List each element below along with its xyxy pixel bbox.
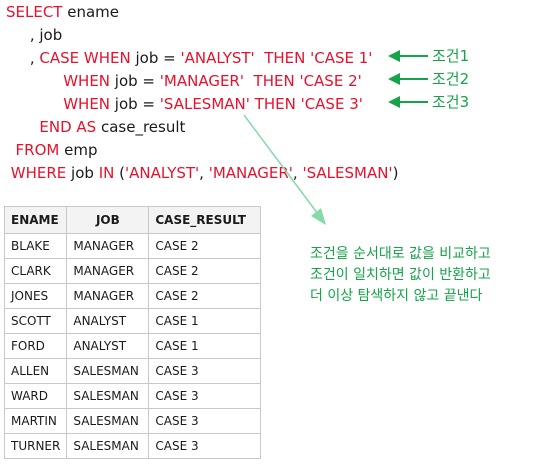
cell-job: MANAGER <box>66 283 150 309</box>
cell-ename: CLARK <box>3 258 68 284</box>
sql-keyword: END AS <box>39 118 97 136</box>
cell-ename: BLAKE <box>3 233 68 259</box>
condition-arrow-head-1 <box>388 50 400 62</box>
cell-ename: MARTIN <box>3 408 68 434</box>
pointer-arrow-head <box>311 208 326 225</box>
sql-line-8: WHERE job IN ('ANALYST', 'MANAGER', 'SAL… <box>6 163 399 183</box>
table-header-row: ENAME JOB CASE_RESULT <box>3 206 262 234</box>
cell-case-result: CASE 2 <box>148 233 262 259</box>
sql-text: job = <box>110 72 160 90</box>
sql-text: ( <box>114 164 125 182</box>
sql-line-4: WHEN job = 'MANAGER' THEN 'CASE 2' <box>6 71 362 91</box>
note-line-2: 조건이 일치하면 값이 반환하고 <box>310 267 491 283</box>
sql-keyword: WHEN <box>83 49 131 67</box>
sql-string-literal: 'CASE 3' <box>300 95 363 113</box>
sql-string-literal: 'MANAGER' <box>208 164 293 182</box>
cell-case-result: CASE 2 <box>148 258 262 284</box>
sql-string-literal: 'SALESMAN' <box>159 95 250 113</box>
cell-job: ANALYST <box>66 333 150 359</box>
cell-job: SALESMAN <box>66 358 150 384</box>
sql-text: emp <box>59 141 98 159</box>
sql-text: , <box>199 164 209 182</box>
cell-ename: ALLEN <box>3 358 68 384</box>
sql-keyword: WHEN <box>63 95 111 113</box>
sql-keyword: THEN <box>253 72 295 90</box>
sql-text: ename <box>62 3 120 21</box>
note-line-1: 조건을 순서대로 값을 비교하고 <box>310 246 491 262</box>
cell-case-result: CASE 3 <box>148 408 262 434</box>
column-header-job: JOB <box>66 206 150 234</box>
sql-line-1: SELECT ename <box>6 2 119 22</box>
sql-keyword: SELECT <box>6 3 63 21</box>
pointer-line <box>243 114 319 215</box>
sql-keyword: WHERE <box>10 164 67 182</box>
cell-job: SALESMAN <box>66 383 150 409</box>
cell-job: MANAGER <box>66 233 150 259</box>
condition-arrow-head-2 <box>388 73 400 85</box>
sql-keyword: WHEN <box>63 72 111 90</box>
sql-line-2: , job <box>6 25 62 45</box>
cell-case-result: CASE 3 <box>148 383 262 409</box>
result-table-head: ENAME JOB CASE_RESULT <box>3 206 262 234</box>
sql-text: job <box>66 164 99 182</box>
sql-keyword: IN <box>98 164 115 182</box>
sql-string-literal: 'SALESMAN' <box>302 164 393 182</box>
sql-text: ) <box>392 164 399 182</box>
sql-string-literal: 'ANALYST' <box>124 164 200 182</box>
cell-job: MANAGER <box>66 258 150 284</box>
sql-string-literal: 'ANALYST' <box>180 49 255 67</box>
cell-case-result: CASE 3 <box>148 433 262 459</box>
cell-job: SALESMAN <box>66 408 150 434</box>
cell-job: SALESMAN <box>66 433 150 459</box>
cell-case-result: CASE 2 <box>148 283 262 309</box>
cell-case-result: CASE 3 <box>148 358 262 384</box>
sql-line-6: END AS case_result <box>6 117 185 137</box>
sql-string-literal: 'CASE 2' <box>299 72 362 90</box>
column-header-case-result: CASE_RESULT <box>148 206 262 234</box>
condition-label-3: 조건3 <box>432 93 470 111</box>
sql-text: , <box>292 164 303 182</box>
sql-line-5: WHEN job = 'SALESMAN' THEN 'CASE 3' <box>6 94 363 114</box>
condition-label-2: 조건2 <box>432 70 470 88</box>
sql-keyword: THEN <box>264 49 306 67</box>
sql-text: , <box>6 49 40 67</box>
condition-label-1: 조건1 <box>432 47 470 65</box>
cell-ename: TURNER <box>3 433 68 459</box>
sql-text: job = <box>110 95 160 113</box>
cell-case-result: CASE 1 <box>148 308 262 334</box>
cell-job: ANALYST <box>66 308 150 334</box>
cell-case-result: CASE 1 <box>148 333 262 359</box>
sql-text: , job <box>6 26 63 44</box>
sql-string-literal: 'CASE 1' <box>310 49 373 67</box>
sql-keyword: FROM <box>15 141 60 159</box>
cell-ename: JONES <box>3 283 68 309</box>
sql-keyword: THEN <box>254 95 296 113</box>
sql-text: job = <box>130 49 181 67</box>
cell-ename: WARD <box>3 383 68 409</box>
column-header-ename: ENAME <box>3 206 68 234</box>
condition-arrow-head-3 <box>388 96 400 108</box>
sql-line-3: , CASE WHEN job = 'ANALYST' THEN 'CASE 1… <box>6 48 373 68</box>
note-line-3: 더 이상 탐색하지 않고 끝낸다 <box>310 288 483 304</box>
explanation-note: 조건을 순서대로 값을 비교하고 조건이 일치하면 값이 반환하고 더 이상 탐… <box>310 244 491 307</box>
cell-ename: FORD <box>3 333 68 359</box>
cell-ename: SCOTT <box>3 308 68 334</box>
sql-text: case_result <box>96 118 186 136</box>
sql-line-7: FROM emp <box>6 140 98 160</box>
sql-string-literal: 'MANAGER' <box>159 72 244 90</box>
sql-keyword: CASE <box>39 49 80 67</box>
